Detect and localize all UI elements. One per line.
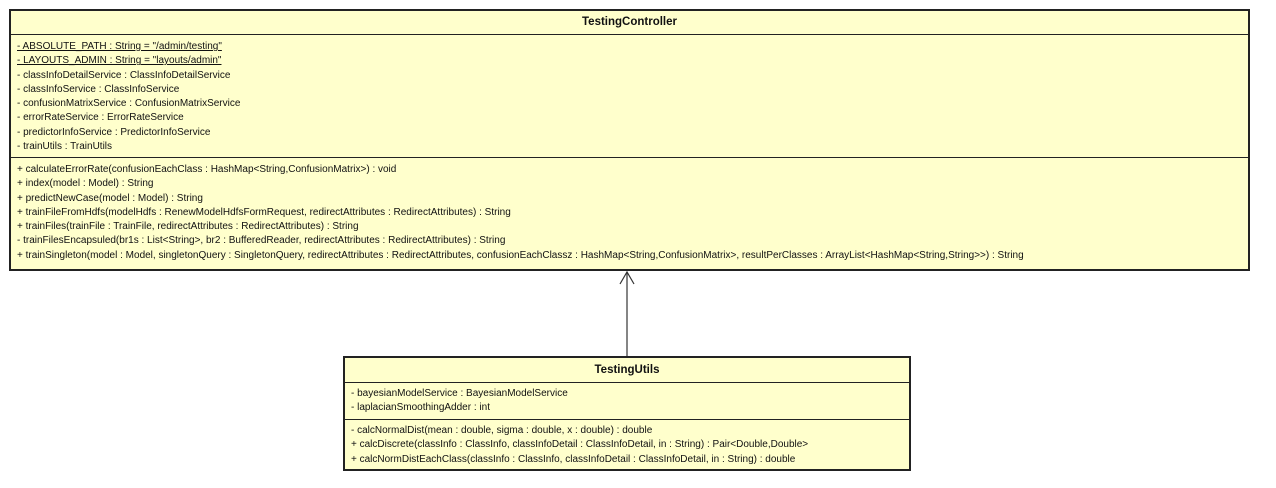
- class-name: TestingController: [11, 11, 1248, 35]
- attribute-confusion-matrix-service: - confusionMatrixService : ConfusionMatr…: [17, 98, 241, 110]
- operation-calc-discrete: + calcDiscrete(classInfo : ClassInfo, cl…: [351, 439, 809, 451]
- attribute-train-utils: - trainUtils : TrainUtils: [17, 141, 113, 153]
- attributes-compartment: - bayesianModelService : BayesianModelSe…: [345, 383, 909, 419]
- attribute-predictor-info-service: - predictorInfoService : PredictorInfoSe…: [17, 126, 211, 138]
- operation-calc-normal-dist: - calcNormalDist(mean : double, sigma : …: [351, 425, 653, 436]
- operations-compartment: + calculateErrorRate(confusionEachClass …: [11, 157, 1248, 266]
- open-arrowhead: [619, 270, 635, 285]
- operation-calculate-error-rate: + calculateErrorRate(confusionEachClass …: [17, 164, 397, 175]
- operations-compartment: - calcNormalDist(mean : double, sigma : …: [345, 419, 909, 470]
- attributes-compartment: - ABSOLUTE_PATH : String = "/admin/testi…: [11, 35, 1248, 157]
- operation-train-file-from-hdfs: + trainFileFromHdfs(modelHdfs : RenewMod…: [17, 206, 511, 218]
- class-name: TestingUtils: [345, 358, 909, 383]
- operation-index: + index(model : Model) : String: [17, 178, 154, 190]
- operation-train-files-encapsuled: - trainFilesEncapsuled(br1s : List<Strin…: [17, 235, 506, 247]
- attribute-bayesian-model-service: - bayesianModelService : BayesianModelSe…: [351, 388, 568, 399]
- class-testing-controller[interactable]: TestingController - ABSOLUTE_PATH : Stri…: [9, 9, 1250, 271]
- attribute-class-info-service: - classInfoService : ClassInfoService: [17, 83, 180, 95]
- class-testing-utils[interactable]: TestingUtils - bayesianModelService : Ba…: [343, 356, 911, 471]
- attribute-laplacian-smoothing-adder: - laplacianSmoothingAdder : int: [351, 402, 490, 414]
- attribute-absolute-path: - ABSOLUTE_PATH : String = "/admin/testi…: [17, 41, 222, 52]
- attribute-class-info-detail-service: - classInfoDetailService : ClassInfoDeta…: [17, 69, 231, 81]
- attribute-layouts-admin: - LAYOUTS_ADMIN : String = "layouts/admi…: [17, 55, 222, 67]
- attribute-error-rate-service: - errorRateService : ErrorRateService: [17, 112, 184, 124]
- operation-train-singleton: + trainSingleton(model : Model, singleto…: [17, 249, 1024, 261]
- operation-calc-norm-dist-each-class: + calcNormDistEachClass(classInfo : Clas…: [351, 453, 796, 465]
- operation-predict-new-case: + predictNewCase(model : Model) : String: [17, 192, 203, 204]
- operation-train-files: + trainFiles(trainFile : TrainFile, redi…: [17, 221, 359, 233]
